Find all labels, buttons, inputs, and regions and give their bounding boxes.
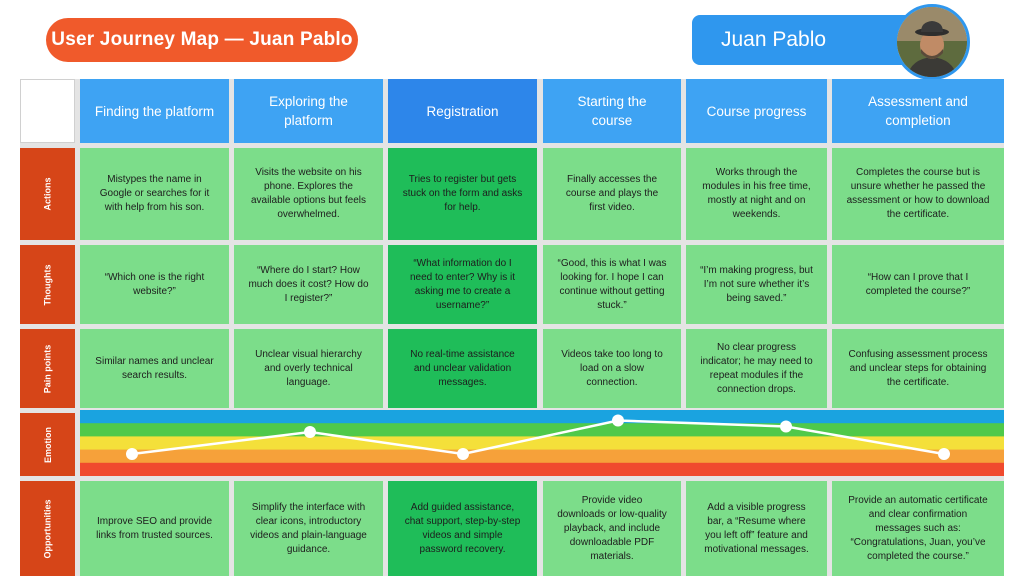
row-label-text: Actions <box>42 177 53 211</box>
pain-point-cell: Videos take too long to load on a slow c… <box>543 329 681 408</box>
emotion-point <box>457 448 469 460</box>
stage-header-progress: Course progress <box>686 79 827 143</box>
emotion-curve <box>80 410 1004 476</box>
opportunity-cell: Add a visible progress bar, a “Resume wh… <box>686 481 827 576</box>
thoughts-cell: “Where do I start? How much does it cost… <box>234 245 383 324</box>
pain-point-cell: Similar names and unclear search results… <box>80 329 229 408</box>
opportunity-cell: Improve SEO and provide links from trust… <box>80 481 229 576</box>
row-label-text: Opportunities <box>42 499 53 558</box>
actions-cell: Completes the course but is unsure wheth… <box>832 148 1004 240</box>
thoughts-cell: “How can I prove that I completed the co… <box>832 245 1004 324</box>
persona-avatar <box>894 4 970 80</box>
emotion-point <box>304 426 316 438</box>
emotion-band <box>80 423 1004 437</box>
thoughts-cell: “Which one is the right website?” <box>80 245 229 324</box>
opportunity-cell: Provide video downloads or low-quality p… <box>543 481 681 576</box>
row-label-actions: Actions <box>20 148 75 240</box>
emotion-line <box>131 419 945 456</box>
opportunity-cell: Provide an automatic certificate and cle… <box>832 481 1004 576</box>
pain-point-cell: Confusing assessment process and unclear… <box>832 329 1004 408</box>
row-label-text: Pain points <box>42 344 53 393</box>
opportunity-cell: Simplify the interface with clear icons,… <box>234 481 383 576</box>
actions-cell: Tries to register but gets stuck on the … <box>388 148 537 240</box>
row-label-emotion: Emotion <box>20 413 75 476</box>
emotion-band <box>80 436 1004 451</box>
stage-header-assessment: Assessment and completion <box>832 79 1004 143</box>
journey-map-grid: Finding the platform Exploring the platf… <box>20 79 1004 576</box>
pain-point-cell: No real-time assistance and unclear vali… <box>388 329 537 408</box>
thoughts-cell: “What information do I need to enter? Wh… <box>388 245 537 324</box>
row-label-text: Thoughts <box>42 264 53 305</box>
stage-header-starting: Starting the course <box>543 79 681 143</box>
pain-point-cell: No clear progress indicator; he may need… <box>686 329 827 408</box>
stage-header-registration: Registration <box>388 79 537 143</box>
row-label-text: Emotion <box>42 426 53 463</box>
stage-header-exploring: Exploring the platform <box>234 79 383 143</box>
persona-name: Juan Pablo <box>721 28 827 51</box>
emotion-band <box>80 462 1004 476</box>
emotion-point <box>126 448 138 460</box>
actions-cell: Finally accesses the course and plays th… <box>543 148 681 240</box>
stage-header-finding: Finding the platform <box>80 79 229 143</box>
actions-cell: Visits the website on his phone. Explore… <box>234 148 383 240</box>
row-label-opportunities: Opportunities <box>20 481 75 576</box>
thoughts-cell: “I’m making progress, but I’m not sure w… <box>686 245 827 324</box>
thoughts-cell: “Good, this is what I was looking for. I… <box>543 245 681 324</box>
opportunity-cell: Add guided assistance, chat support, ste… <box>388 481 537 576</box>
emotion-point <box>612 414 624 427</box>
pain-point-cell: Unclear visual hierarchy and overly tech… <box>234 329 383 408</box>
row-label-thoughts: Thoughts <box>20 245 75 324</box>
emotion-band <box>80 449 1004 464</box>
page-title: User Journey Map — Juan Pablo <box>46 18 358 62</box>
actions-cell: Mistypes the name in Google or searches … <box>80 148 229 240</box>
grid-corner <box>20 79 75 143</box>
emotion-point <box>938 448 950 460</box>
actions-cell: Works through the modules in his free ti… <box>686 148 827 240</box>
emotion-band <box>80 410 1004 424</box>
row-label-pain-points: Pain points <box>20 329 75 408</box>
persona-portrait-icon <box>897 7 967 77</box>
emotion-point <box>780 420 792 433</box>
